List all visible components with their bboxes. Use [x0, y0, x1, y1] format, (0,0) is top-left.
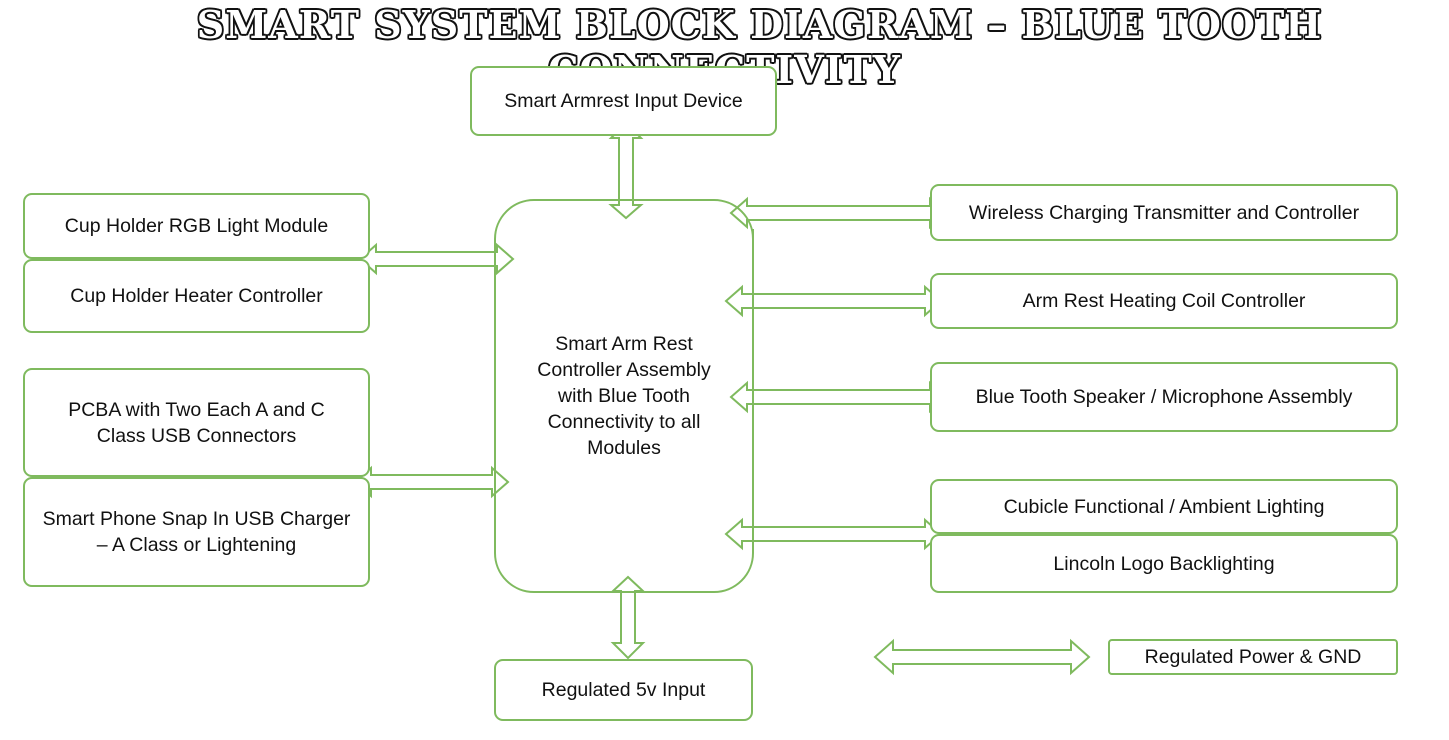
pcba-usb-block: PCBA with Two Each A and C Class USB Con…: [23, 368, 370, 477]
usb-charger-label: Smart Phone Snap In USB Charger – A Clas…: [42, 508, 351, 556]
wireless-charging-block: Wireless Charging Transmitter and Contro…: [930, 184, 1398, 241]
core-controller-block: Smart Arm Rest Controller Assembly with …: [494, 199, 754, 593]
regulated-5v-input-block: Regulated 5v Input: [494, 659, 753, 721]
pcba-usb-label: PCBA with Two Each A and C Class USB Con…: [68, 398, 325, 447]
usb-charger-block: Smart Phone Snap In USB Charger – A Clas…: [23, 477, 370, 587]
arrow-right-wireless: [729, 196, 948, 230]
wireless-charging-label: Wireless Charging Transmitter and Contro…: [968, 201, 1360, 224]
speaker-microphone-label: Blue Tooth Speaker / Microphone Assembly: [975, 386, 1353, 408]
arrow-top-input: [608, 121, 644, 220]
logo-backlighting-block: Lincoln Logo Backlighting: [930, 534, 1398, 593]
logo-backlighting-label: Lincoln Logo Backlighting: [1053, 552, 1275, 575]
cup-holder-heater-label: Cup Holder Heater Controller: [70, 285, 323, 307]
armrest-input-device-label: Smart Armrest Input Device: [504, 90, 743, 112]
cup-holder-heater-block: Cup Holder Heater Controller: [23, 259, 370, 333]
core-controller-label: Smart Arm Rest Controller Assembly with …: [537, 333, 711, 459]
cup-holder-rgb-block: Cup Holder RGB Light Module: [23, 193, 370, 259]
arrow-right-heating: [724, 284, 943, 318]
regulated-5v-input-label: Regulated 5v Input: [541, 679, 706, 701]
speaker-microphone-block: Blue Tooth Speaker / Microphone Assembly: [930, 362, 1398, 432]
heating-coil-label: Arm Rest Heating Coil Controller: [1022, 290, 1306, 312]
arrow-right-lighting: [724, 517, 943, 551]
arrow-left-lower: [353, 465, 510, 499]
arrow-left-upper: [358, 242, 515, 276]
arrow-right-speaker: [729, 380, 948, 414]
heating-coil-block: Arm Rest Heating Coil Controller: [930, 273, 1398, 329]
ambient-lighting-label: Cubicle Functional / Ambient Lighting: [1003, 495, 1325, 518]
ambient-lighting-block: Cubicle Functional / Ambient Lighting: [930, 479, 1398, 534]
legend-label: Regulated Power & GND: [1144, 646, 1362, 668]
legend-arrow: [873, 638, 1091, 676]
legend-box: Regulated Power & GND: [1108, 639, 1398, 675]
cup-holder-rgb-label: Cup Holder RGB Light Module: [64, 215, 329, 237]
armrest-input-device-block: Smart Armrest Input Device: [470, 66, 777, 136]
